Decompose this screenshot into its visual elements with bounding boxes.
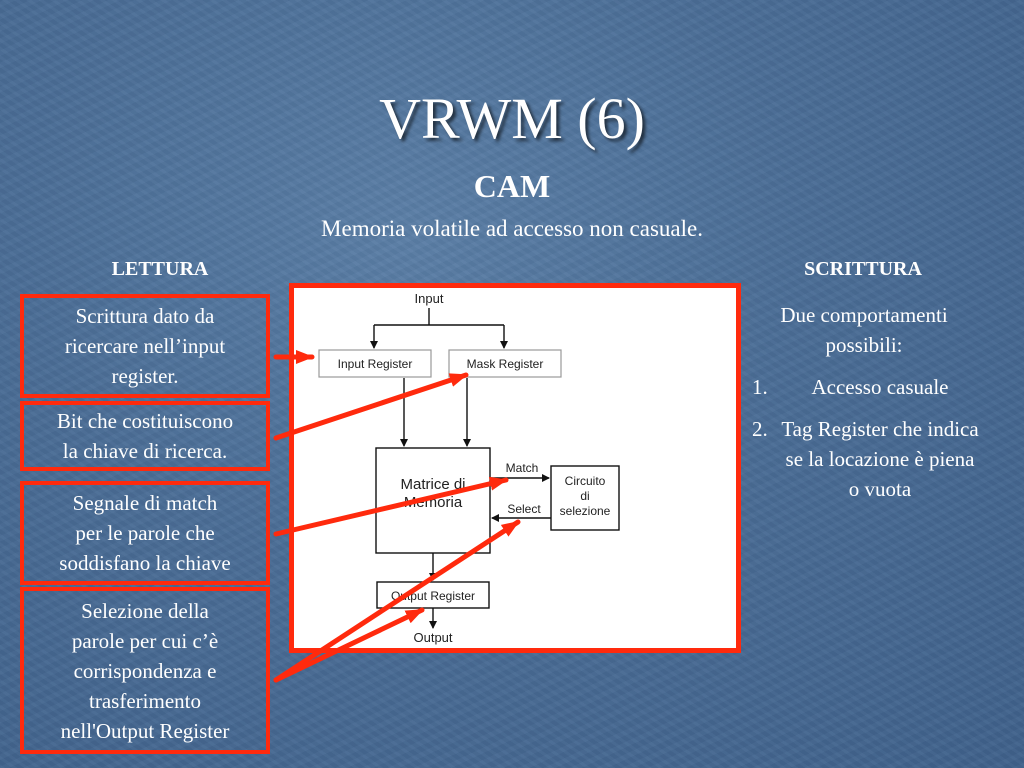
box-line: Selezione della <box>81 598 209 623</box>
box-line: Bit che costituiscono <box>56 409 234 433</box>
list-number: 1. <box>752 375 768 399</box>
slide-title: VRWM (6) <box>379 86 645 151</box>
lettura-heading: LETTURA <box>111 258 209 280</box>
cam-block-diagram: Input Input Register Mask Register Matri… <box>318 291 620 645</box>
memory-matrix-block <box>375 447 491 554</box>
list-text: Tag Register che indica se la locazione … <box>781 417 979 501</box>
arrow-to-mask-register <box>273 372 469 441</box>
select-label: Select <box>507 502 541 516</box>
box-line: per le parole che <box>75 521 215 545</box>
mask-register-label: Mask Register <box>467 357 544 371</box>
slide-subtitle: CAM <box>473 168 551 204</box>
match-label: Match <box>506 461 539 475</box>
mask-register-block <box>448 349 562 378</box>
box-line: ricercare nell’input <box>64 334 226 358</box>
list-item: 1. Accesso casuale <box>746 372 982 402</box>
lettura-box-select: Selezione della parole per cui c’è corri… <box>20 587 270 754</box>
cam-diagram: Input Input Register Mask Register Matri… <box>289 283 741 653</box>
scrittura-intro: Due comportamenti possibili: <box>780 303 948 357</box>
input-label: Input <box>415 291 444 306</box>
box-line: Segnale di match <box>72 491 218 515</box>
input-register-label: Input Register <box>338 357 413 371</box>
lettura-box-input: Scrittura dato da ricercare nell’input r… <box>20 294 270 398</box>
box-line: soddisfano la chiave <box>59 551 231 575</box>
circuit-label-line1: Circuito <box>565 474 606 488</box>
list-text: Accesso casuale <box>811 375 949 399</box>
lettura-box-match: Segnale di match per le parole che soddi… <box>20 481 270 585</box>
scrittura-list: 1. Accesso casuale 2. Tag Register che i… <box>746 372 982 504</box>
output-label: Output <box>413 630 452 645</box>
circuit-label-line3: selezione <box>560 504 611 518</box>
box-line: register. <box>111 364 179 388</box>
arrow-to-select-signal <box>273 519 521 683</box>
matrix-label-line1: Matrice di <box>400 476 465 493</box>
box-line: parole per cui c’è <box>71 628 219 653</box>
selection-circuit-block <box>550 465 620 531</box>
arrow-to-output-register <box>273 607 425 683</box>
box-line: corrispondenza e <box>73 658 217 683</box>
input-register-block <box>318 349 432 378</box>
circuit-label-line2: di <box>580 489 589 503</box>
list-item: 2. Tag Register che indica se la locazio… <box>746 414 982 504</box>
slide-tagline: Memoria volatile ad accesso non casuale. <box>321 216 703 241</box>
scrittura-content: Due comportamenti possibili: 1. Accesso … <box>746 300 982 516</box>
box-line: Scrittura dato da <box>75 304 215 328</box>
list-number: 2. <box>752 417 768 441</box>
box-line: trasferimento <box>89 688 201 713</box>
box-line: nell'Output Register <box>60 718 230 743</box>
lettura-box-key: Bit che costituiscono la chiave di ricer… <box>20 401 270 471</box>
arrow-to-match-signal <box>273 476 509 537</box>
box-line: la chiave di ricerca. <box>62 439 228 463</box>
scrittura-heading: SCRITTURA <box>804 258 922 280</box>
